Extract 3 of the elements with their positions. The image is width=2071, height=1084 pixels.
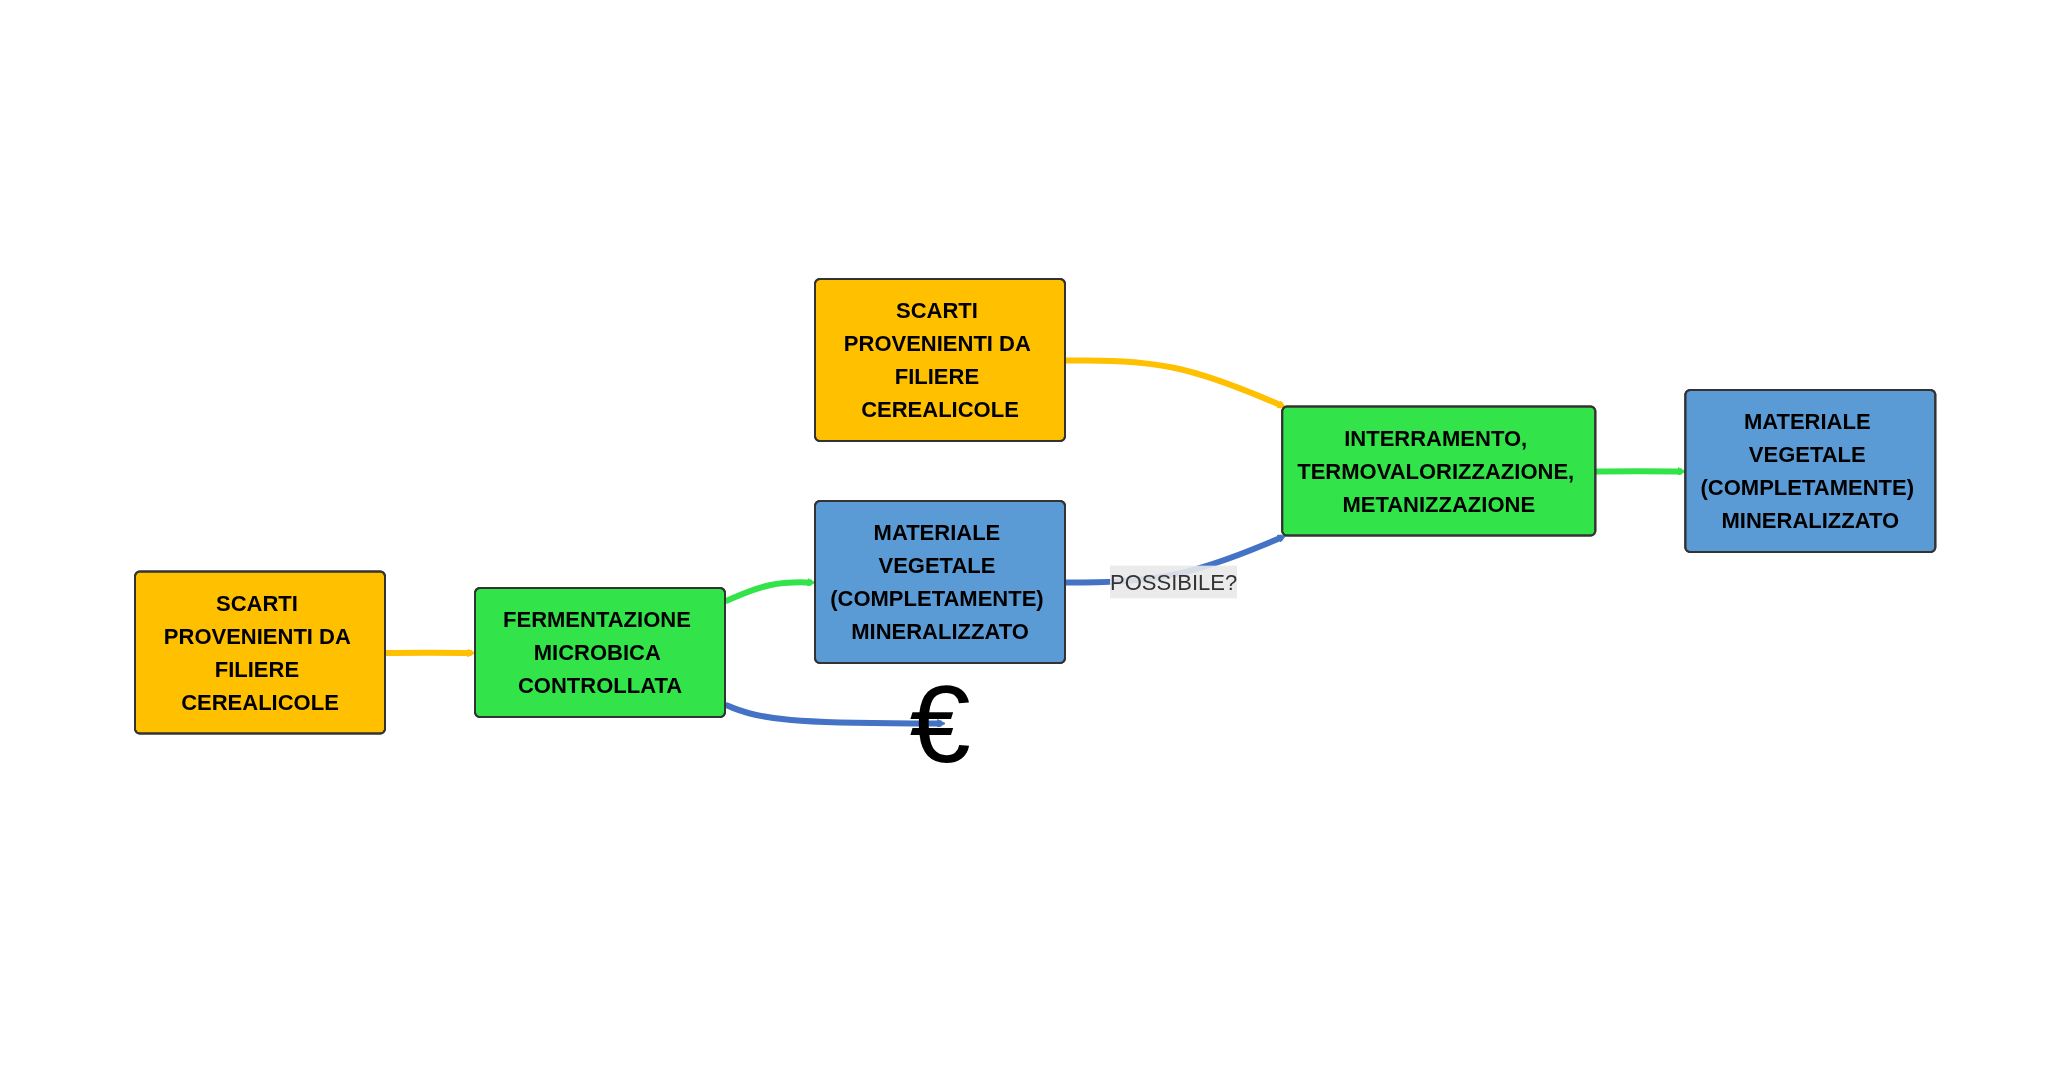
arrow <box>1065 357 1287 409</box>
node-text: € <box>909 661 971 785</box>
edge-label: POSSIBILE? <box>1110 569 1238 595</box>
